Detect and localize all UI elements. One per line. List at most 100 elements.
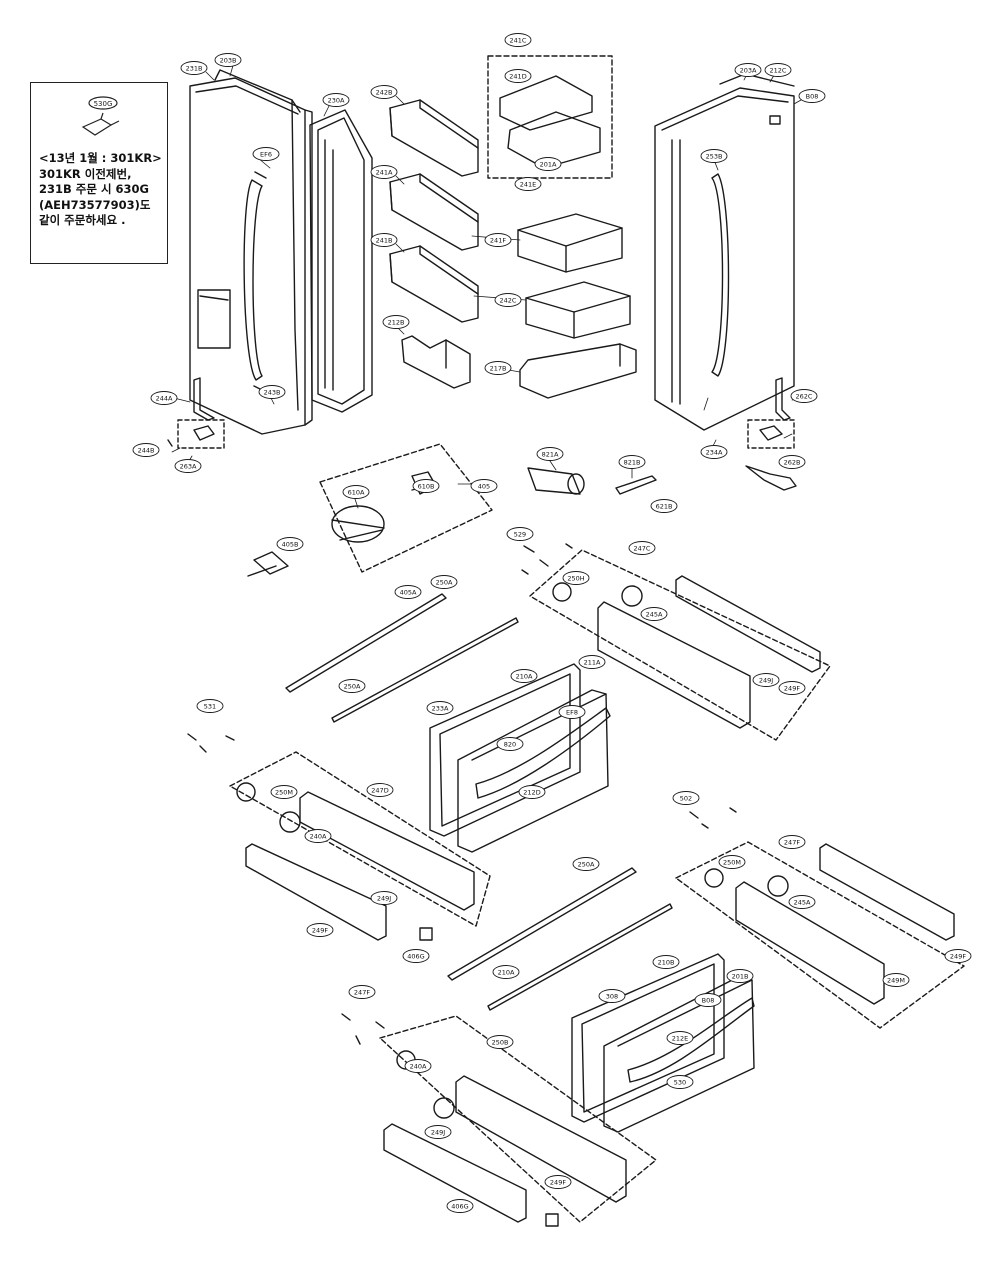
left-hinge-bracket xyxy=(193,377,215,421)
callout-oval xyxy=(370,233,398,247)
callout-text: EF6 xyxy=(260,150,272,158)
callout-oval xyxy=(150,391,178,405)
callout-oval xyxy=(666,1075,694,1089)
callout-oval xyxy=(518,785,546,799)
callout-41: 210A xyxy=(510,669,538,683)
callout-43: EF8 xyxy=(558,705,586,719)
callout-text: 262B xyxy=(784,458,801,466)
callout-10: 241F xyxy=(484,233,512,247)
callout-text: 250B xyxy=(492,1038,509,1046)
door-bin-2 xyxy=(389,173,479,251)
callout-text: 821A xyxy=(542,450,559,458)
callout-text: 201B xyxy=(732,972,749,980)
callout-text: B08 xyxy=(702,996,715,1004)
callout-text: 211A xyxy=(584,658,601,666)
callout-16: 253B xyxy=(700,149,728,163)
callout-oval xyxy=(778,455,806,469)
callout-oval xyxy=(882,973,910,987)
callout-22: 212B xyxy=(382,315,410,329)
callout-57: 250M xyxy=(718,855,746,869)
callout-32: 405A xyxy=(394,585,422,599)
callout-text: 530 xyxy=(674,1078,686,1086)
left-door xyxy=(189,69,313,435)
callout-text: 241A xyxy=(376,168,393,176)
callout-oval xyxy=(426,701,454,715)
callout-54: 406G xyxy=(402,949,430,963)
screws-530 xyxy=(341,1013,385,1045)
drawer-rail-group-left xyxy=(229,751,491,941)
callout-oval xyxy=(778,681,806,695)
callout-text: 249F xyxy=(950,952,966,960)
callout-36: 250H xyxy=(562,571,590,585)
callout-oval xyxy=(270,785,298,799)
callout-text: 247D xyxy=(371,786,388,794)
callout-oval xyxy=(578,655,606,669)
callout-4: 242B xyxy=(370,85,398,99)
callout-oval xyxy=(412,479,440,493)
screws-502 xyxy=(689,807,737,829)
callout-oval xyxy=(132,443,160,457)
callout-text: 820 xyxy=(504,740,516,748)
callout-53: 249F xyxy=(306,923,334,937)
callout-oval xyxy=(700,149,728,163)
callout-33: 405B xyxy=(276,537,304,551)
callout-11: 242C xyxy=(494,293,522,307)
callout-oval xyxy=(402,949,430,963)
callout-oval xyxy=(764,63,792,77)
callout-text: EF8 xyxy=(566,708,578,716)
callout-text: 621B xyxy=(656,502,673,510)
callout-56: 247F xyxy=(778,835,806,849)
callout-oval xyxy=(572,857,600,871)
small-bracket-left xyxy=(247,551,289,577)
callout-text: 250A xyxy=(578,860,595,868)
callout-text: 249M xyxy=(887,976,905,984)
upper-drawer-front xyxy=(457,689,611,853)
callout-text: 249F xyxy=(550,1178,566,1186)
callout-31: 405 xyxy=(470,479,498,493)
callout-70: 250B xyxy=(486,1035,514,1049)
order-note-box: 530G <13년 1월 : 301KR> 301KR 이전제번, 231B 주… xyxy=(30,82,168,264)
left-door-gasket xyxy=(309,109,373,413)
door-bin-holder xyxy=(401,335,471,389)
callout-text: 249J xyxy=(377,894,391,902)
door-bin-3 xyxy=(389,245,479,323)
callout-oval xyxy=(174,459,202,473)
note-line-4: (AEH73577903)도 xyxy=(39,197,151,212)
callout-text: 217B xyxy=(490,364,507,372)
callout-2: 230A xyxy=(322,93,350,107)
callout-17: 243B xyxy=(258,385,286,399)
callout-52: 249J xyxy=(370,891,398,905)
rail-upper-2 xyxy=(331,617,519,723)
right-hinge-group xyxy=(745,419,797,491)
note-line-5: 같이 주문하세요 . xyxy=(39,213,126,228)
callout-oval xyxy=(558,705,586,719)
callout-oval xyxy=(798,89,826,103)
callout-62: 210A xyxy=(492,965,520,979)
drawer-rail-group-right xyxy=(675,841,965,1029)
callout-38: 249J xyxy=(752,673,780,687)
callout-oval xyxy=(788,895,816,909)
callout-74: 406G xyxy=(446,1199,474,1213)
callout-61: 250A xyxy=(572,857,600,871)
callout-text: 241C xyxy=(510,36,527,44)
callout-oval xyxy=(342,485,370,499)
callout-64: 201B xyxy=(726,969,754,983)
callout-oval xyxy=(652,955,680,969)
right-door-bin-2 xyxy=(525,281,631,339)
callout-text: 406G xyxy=(407,952,424,960)
callout-44: 820 xyxy=(496,737,524,751)
callout-oval xyxy=(180,61,208,75)
callout-text: 249J xyxy=(431,1128,445,1136)
callout-text: 245A xyxy=(646,610,663,618)
door-bin-1 xyxy=(389,99,479,177)
callout-55: 502 xyxy=(672,791,700,805)
callout-oval xyxy=(214,53,242,67)
callout-oval xyxy=(694,993,722,1007)
callout-1: 203B xyxy=(214,53,242,67)
callout-text: 531 xyxy=(204,702,216,710)
callout-46: 250A xyxy=(430,575,458,589)
callout-60: 249M xyxy=(882,973,910,987)
callout-40: 233A xyxy=(426,701,454,715)
callout-text: B08 xyxy=(806,92,819,100)
callout-oval xyxy=(672,791,700,805)
